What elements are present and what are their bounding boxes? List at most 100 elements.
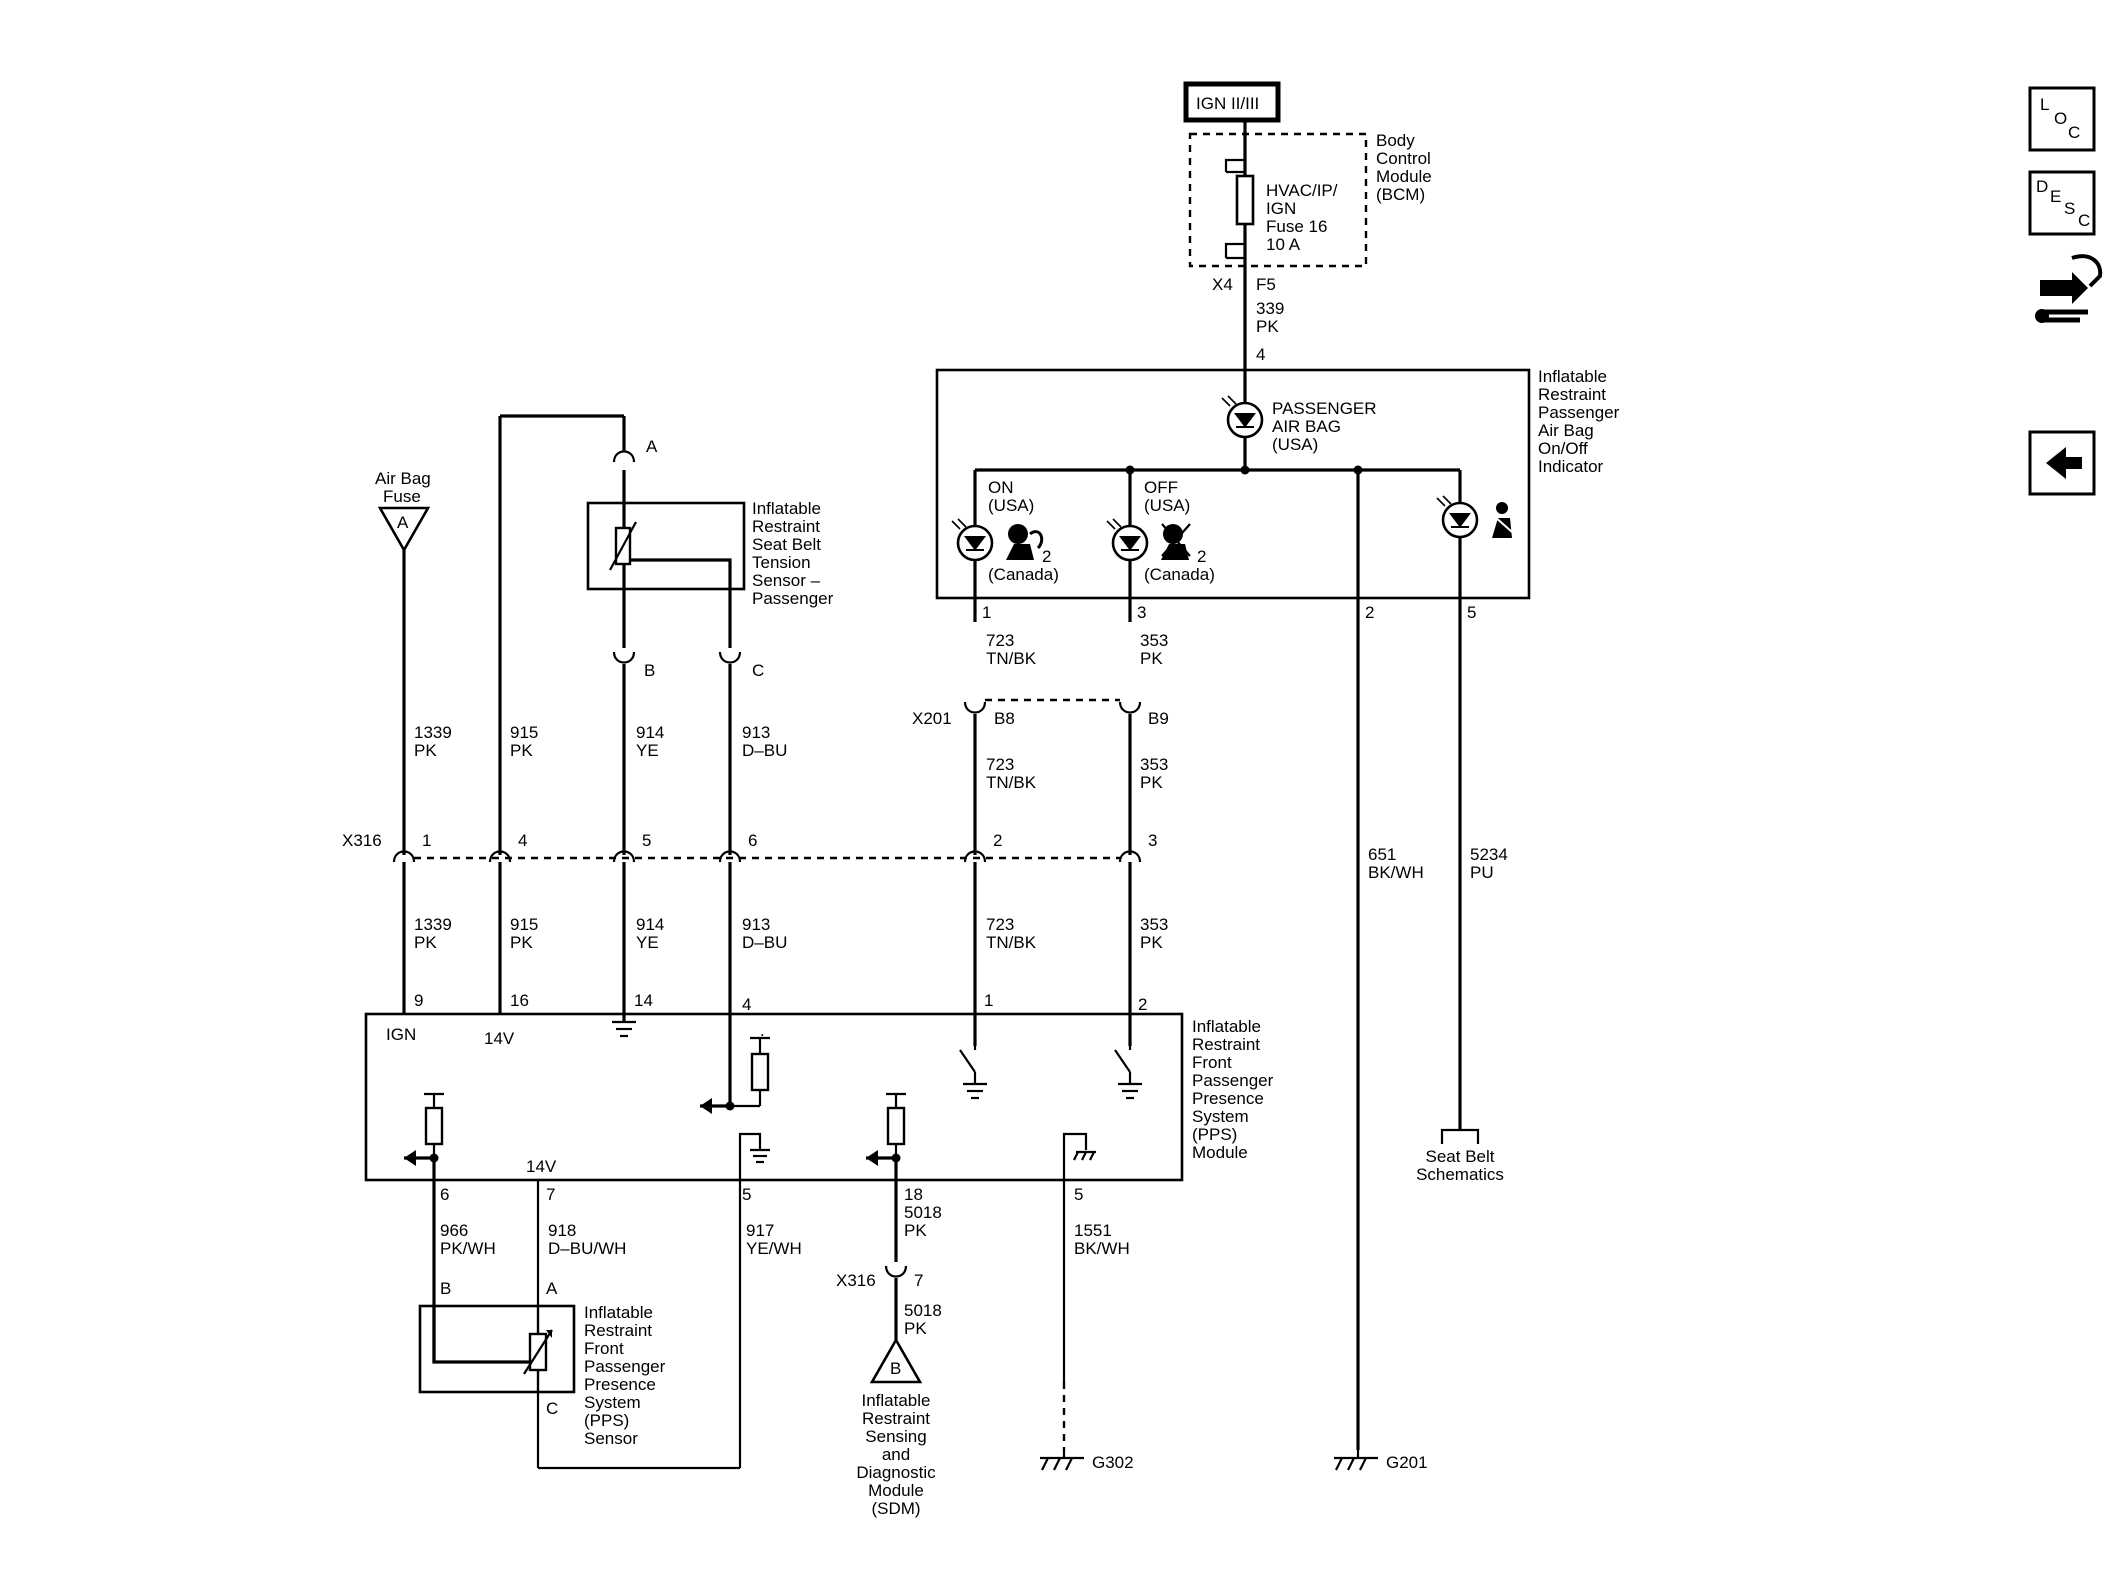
indicator-title-2: Restraint bbox=[1538, 385, 1606, 404]
module-bpin-18: 18 bbox=[904, 1185, 923, 1204]
module-pin-1: 1 bbox=[984, 991, 993, 1010]
wire-1339-lower-color: PK bbox=[414, 933, 437, 952]
indicator-pin-2: 2 bbox=[1365, 603, 1374, 622]
tension-title-1: Inflatable bbox=[752, 499, 821, 518]
ign-supply-box bbox=[1183, 81, 1281, 123]
wire-353-top-color: PK bbox=[1140, 649, 1163, 668]
x201-label: X201 bbox=[912, 709, 952, 728]
indicator-title-3: Passenger bbox=[1538, 403, 1620, 422]
tension-sensor-box bbox=[586, 501, 746, 591]
bcm-boundary bbox=[1188, 132, 1368, 268]
ign-label: IGN II/III bbox=[1196, 94, 1259, 113]
svg-text:L: L bbox=[2040, 95, 2049, 114]
wire-918-color: D–BU/WH bbox=[548, 1239, 626, 1258]
fuse-label-3: Fuse 16 bbox=[1266, 217, 1327, 236]
bcm-pin: F5 bbox=[1256, 275, 1276, 294]
on-label-2: (USA) bbox=[988, 496, 1034, 515]
wire-651-color: BK/WH bbox=[1368, 863, 1424, 882]
wire-966-color: PK/WH bbox=[440, 1239, 496, 1258]
wire-723-mid-color: TN/BK bbox=[986, 773, 1037, 792]
module-title-2: Restraint bbox=[1192, 1035, 1260, 1054]
wire-913-upper-num: 913 bbox=[742, 723, 770, 742]
description-button[interactable]: D E S C bbox=[2028, 170, 2096, 236]
wire-915-lower-num: 915 bbox=[510, 915, 538, 934]
airbag-passenger-on-icon bbox=[1006, 524, 1044, 560]
wire-353-mid-color: PK bbox=[1140, 773, 1163, 792]
svg-text:D: D bbox=[2036, 177, 2048, 196]
airbag-fuse-label-1: Air Bag bbox=[375, 469, 431, 488]
connector-repair-icon[interactable] bbox=[2035, 254, 2103, 323]
bcm-label-2: Control bbox=[1376, 149, 1431, 168]
indicator-title-1: Inflatable bbox=[1538, 367, 1607, 386]
module-14v-bottom: 14V bbox=[526, 1157, 557, 1176]
pps-sensor-title-1: Inflatable bbox=[584, 1303, 653, 1322]
fuse-label-1: HVAC/IP/ bbox=[1266, 181, 1338, 200]
x316-pin-6: 6 bbox=[748, 831, 757, 850]
arrow-left-icon bbox=[2046, 447, 2082, 479]
module-bpin-5b: 5 bbox=[1074, 1185, 1083, 1204]
bcm-connector: X4 bbox=[1212, 275, 1233, 294]
seatbelt-schematics-link[interactable]: Seat Belt Schematics bbox=[1416, 1128, 1504, 1184]
ground-g201-icon bbox=[1334, 1450, 1378, 1471]
indicator-title-6: Indicator bbox=[1538, 457, 1604, 476]
wire-353-mid-num: 353 bbox=[1140, 755, 1168, 774]
led-passenger-airbag-icon bbox=[1221, 395, 1264, 439]
module-title-4: Passenger bbox=[1192, 1071, 1274, 1090]
tension-pin-b: B bbox=[644, 661, 655, 680]
off-label-1: OFF bbox=[1144, 478, 1178, 497]
module-bpin-7: 7 bbox=[546, 1185, 555, 1204]
wire-353-lower-color: PK bbox=[1140, 933, 1163, 952]
x316-top-terminals bbox=[392, 850, 1142, 863]
svg-text:Restraint: Restraint bbox=[862, 1409, 930, 1428]
airbag-fuse-letter: A bbox=[397, 513, 409, 532]
indicator-box bbox=[935, 368, 1531, 600]
x201-pin-b8: B8 bbox=[994, 709, 1015, 728]
pps-sensor-pin-b: B bbox=[440, 1279, 451, 1298]
wire-966-num: 966 bbox=[440, 1221, 468, 1240]
module-pin-14: 14 bbox=[634, 991, 653, 1010]
off-icon-sub: 2 bbox=[1197, 547, 1206, 566]
svg-text:C: C bbox=[2078, 211, 2090, 230]
back-button[interactable] bbox=[2028, 430, 2096, 496]
wire-5234-num: 5234 bbox=[1470, 845, 1508, 864]
fuse-label-2: IGN bbox=[1266, 199, 1296, 218]
airbag-fuse-label-2: Fuse bbox=[383, 487, 421, 506]
wire-914-upper-color: YE bbox=[636, 741, 659, 760]
module-pin-16: 16 bbox=[510, 991, 529, 1010]
wire-723-lower-num: 723 bbox=[986, 915, 1014, 934]
led-seatbelt-icon bbox=[1436, 495, 1479, 539]
wire-914-lower-color: YE bbox=[636, 933, 659, 952]
x316-pin-2: 2 bbox=[993, 831, 1002, 850]
location-button[interactable]: L O C bbox=[2028, 86, 2096, 152]
sdm-terminal bbox=[869, 1337, 923, 1384]
indicator-title-5: On/Off bbox=[1538, 439, 1588, 458]
led-off-icon bbox=[1106, 518, 1149, 562]
wire-651-num: 651 bbox=[1368, 845, 1396, 864]
module-pin-4: 4 bbox=[742, 995, 751, 1014]
wire-5018a-color: PK bbox=[904, 1221, 927, 1240]
airbag-fuse-terminal bbox=[377, 506, 431, 553]
canada-off: (Canada) bbox=[1144, 565, 1215, 584]
ground-g302-label: G302 bbox=[1092, 1453, 1134, 1472]
svg-text:Inflatable: Inflatable bbox=[862, 1391, 931, 1410]
wire-1339-upper-num: 1339 bbox=[414, 723, 452, 742]
seatbelt-reminder-icon bbox=[1492, 502, 1513, 538]
pps-sensor-title-7: (PPS) bbox=[584, 1411, 629, 1430]
svg-text:S: S bbox=[2064, 199, 2075, 218]
module-ign-label: IGN bbox=[386, 1025, 416, 1044]
tension-pin-a: A bbox=[646, 437, 658, 456]
module-pin-9: 9 bbox=[414, 991, 423, 1010]
tension-title-6: Passenger bbox=[752, 589, 834, 608]
pps-sensor-box bbox=[418, 1304, 576, 1394]
pps-sensor-title-2: Restraint bbox=[584, 1321, 652, 1340]
module-bpin-5a: 5 bbox=[742, 1185, 751, 1204]
pps-sensor-title-4: Passenger bbox=[584, 1357, 666, 1376]
airbag-passenger-off-icon bbox=[1161, 523, 1191, 560]
on-label-1: ON bbox=[988, 478, 1014, 497]
x316-pin-1: 1 bbox=[422, 831, 431, 850]
pps-sensor-title-6: System bbox=[584, 1393, 641, 1412]
passenger-airbag-1: PASSENGER bbox=[1272, 399, 1377, 418]
wire-723-lower-color: TN/BK bbox=[986, 933, 1037, 952]
module-14v-top: 14V bbox=[484, 1029, 515, 1048]
ground-g302-icon bbox=[1040, 1450, 1084, 1471]
